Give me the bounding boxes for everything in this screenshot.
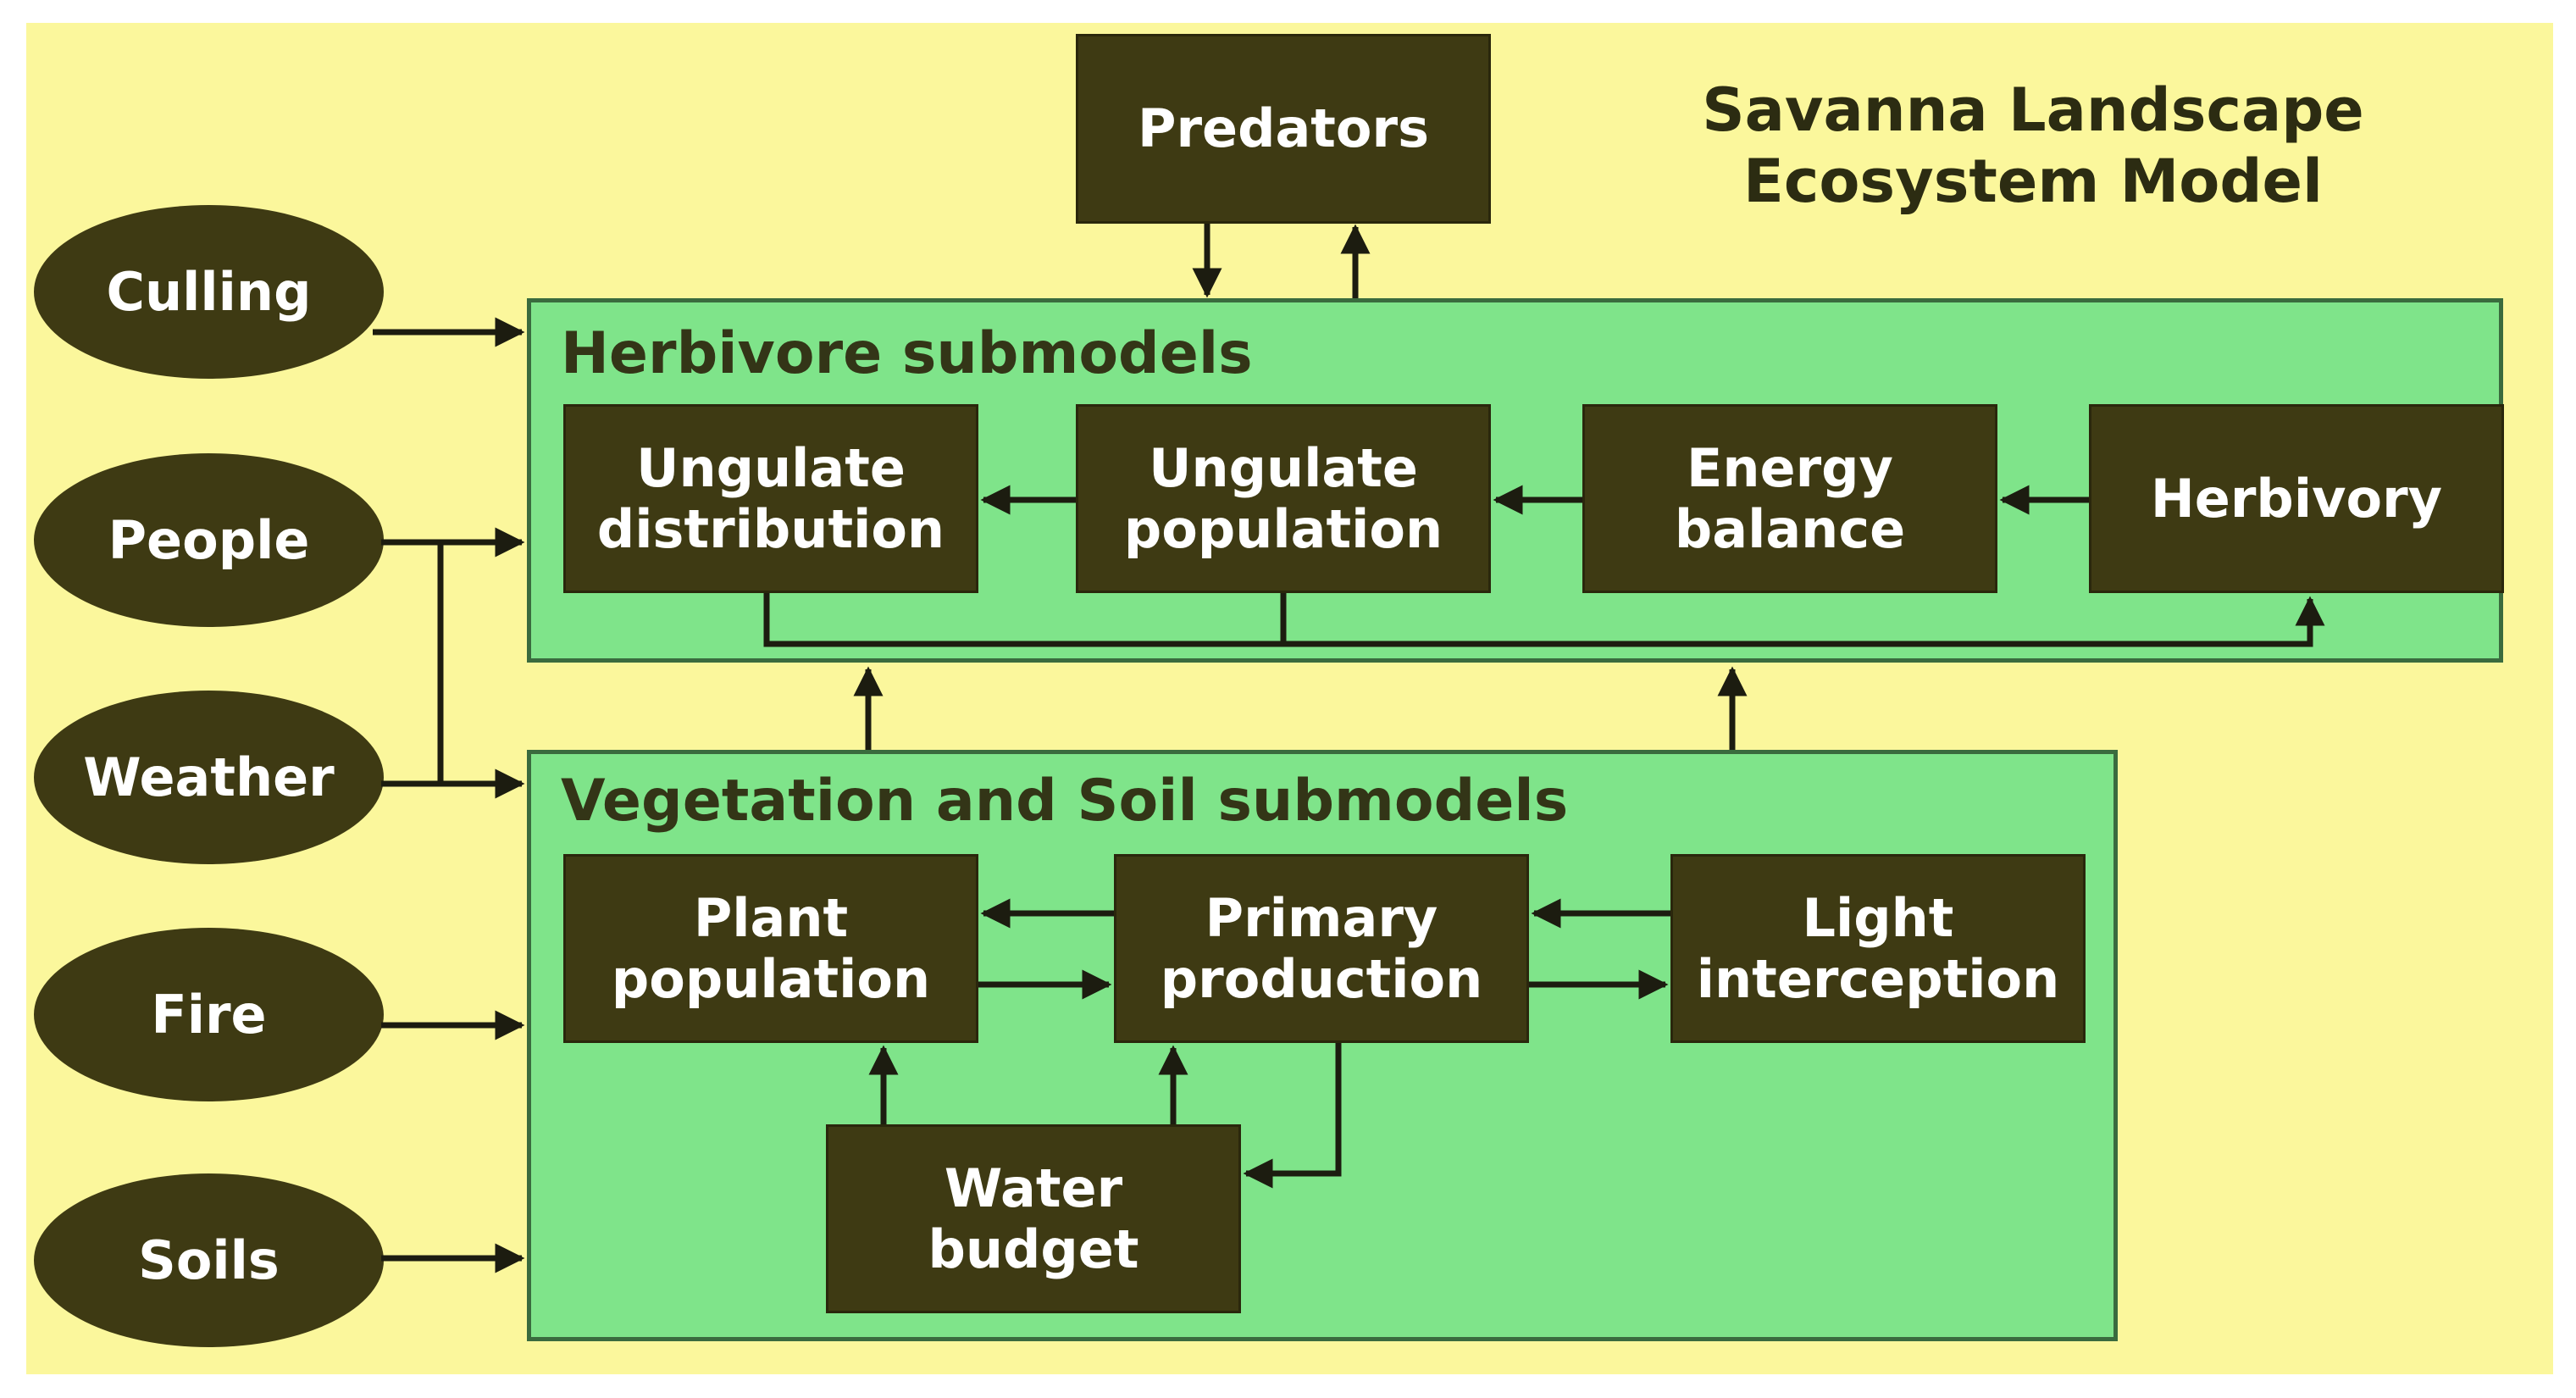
ungulate-population-line-1: Ungulate bbox=[1149, 436, 1418, 499]
energy-balance-line-2: balance bbox=[1674, 497, 1906, 560]
herbivory-label: Herbivory bbox=[2150, 467, 2443, 530]
herbivory-node: Herbivory bbox=[2089, 404, 2504, 593]
primary-production-node: Primary production bbox=[1114, 854, 1529, 1043]
ungulate-distribution-node: Ungulate distribution bbox=[563, 404, 978, 593]
people-node: People bbox=[34, 453, 384, 627]
energy-balance-node: Energy balance bbox=[1582, 404, 1997, 593]
herbivore-submodels-title: Herbivore submodels bbox=[561, 320, 1253, 387]
diagram-title: Savanna Landscape Ecosystem Model bbox=[1609, 75, 2457, 217]
plant-population-line-1: Plant bbox=[693, 886, 849, 949]
ungulate-population-line-2: population bbox=[1123, 497, 1443, 560]
light-interception-line-1: Light bbox=[1802, 886, 1954, 949]
fire-node: Fire bbox=[34, 928, 384, 1101]
ungulate-distribution-line-2: distribution bbox=[596, 497, 945, 560]
ungulate-distribution-line-1: Ungulate bbox=[636, 436, 906, 499]
vegetation-soil-submodels-title: Vegetation and Soil submodels bbox=[561, 768, 1569, 835]
plant-population-line-2: population bbox=[611, 947, 931, 1010]
ungulate-population-node: Ungulate population bbox=[1076, 404, 1491, 593]
water-budget-node: Water budget bbox=[826, 1124, 1241, 1313]
title-line-2: Ecosystem Model bbox=[1743, 147, 2323, 216]
predators-node: Predators bbox=[1076, 34, 1491, 224]
culling-label: Culling bbox=[106, 261, 312, 323]
weather-node: Weather bbox=[34, 691, 384, 864]
light-interception-line-2: interception bbox=[1696, 947, 2060, 1010]
water-budget-line-1: Water bbox=[944, 1157, 1123, 1219]
culling-node: Culling bbox=[34, 205, 384, 379]
plant-population-node: Plant population bbox=[563, 854, 978, 1043]
vegetation-soil-submodels-panel bbox=[527, 750, 2118, 1341]
energy-balance-line-1: Energy bbox=[1687, 436, 1893, 499]
weather-label: Weather bbox=[83, 746, 335, 808]
primary-production-line-1: Primary bbox=[1205, 886, 1438, 949]
water-budget-line-2: budget bbox=[928, 1218, 1139, 1280]
primary-production-line-2: production bbox=[1160, 947, 1483, 1010]
people-label: People bbox=[108, 509, 310, 571]
fire-label: Fire bbox=[151, 984, 267, 1046]
soils-node: Soils bbox=[34, 1173, 384, 1347]
title-line-1: Savanna Landscape bbox=[1702, 75, 2364, 145]
soils-label: Soils bbox=[138, 1229, 280, 1291]
predators-label: Predators bbox=[1138, 97, 1429, 159]
light-interception-node: Light interception bbox=[1670, 854, 2086, 1043]
